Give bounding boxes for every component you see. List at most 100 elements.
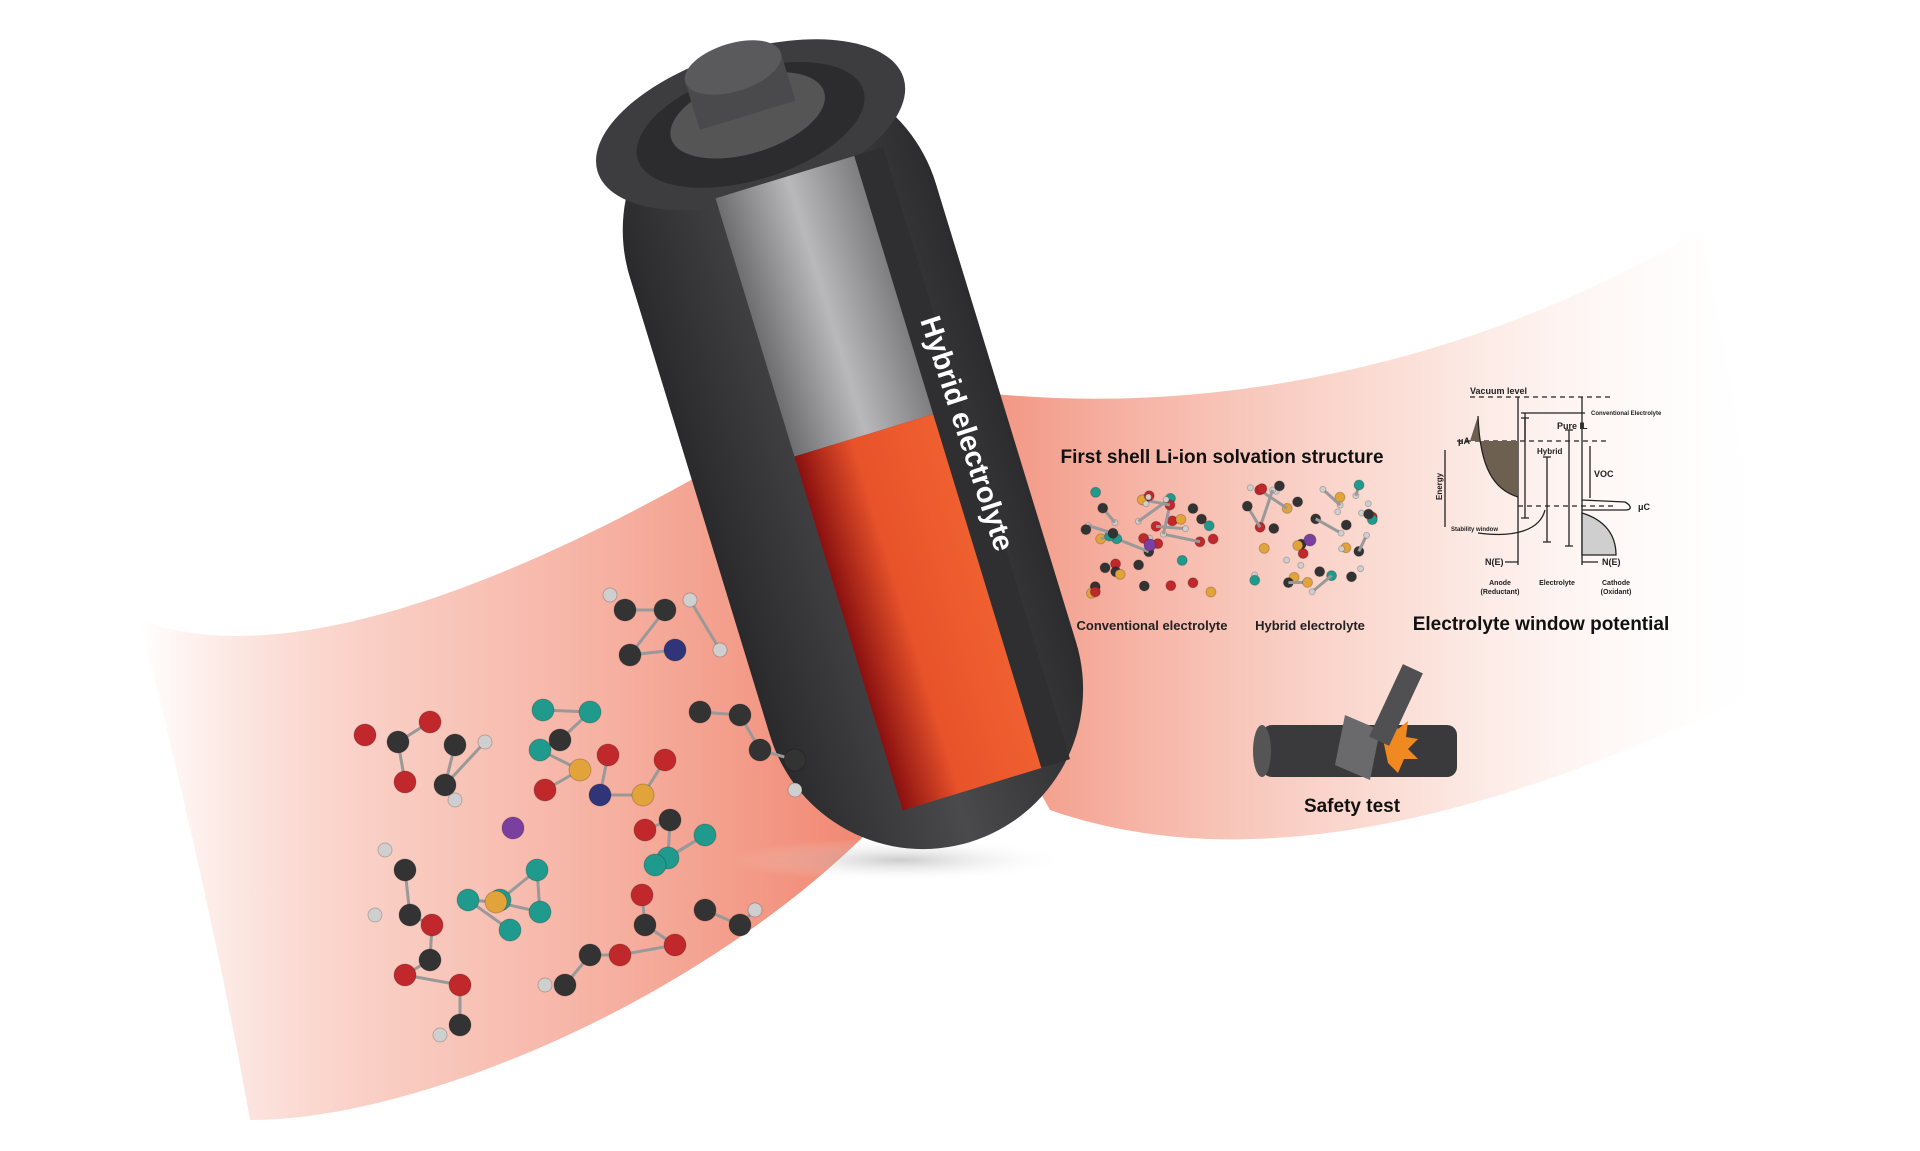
atom <box>653 598 677 622</box>
atom <box>1319 485 1327 493</box>
atom <box>1303 533 1317 547</box>
atom <box>377 842 393 858</box>
conventional-solvation-structure <box>1080 486 1219 599</box>
atom <box>1292 496 1304 508</box>
bond <box>1155 524 1186 531</box>
atom <box>1337 529 1345 537</box>
battery <box>596 39 1084 850</box>
molecule-cluster <box>353 587 807 1043</box>
atom <box>1292 539 1304 551</box>
atom <box>1143 538 1157 552</box>
atom <box>418 948 442 972</box>
atom <box>1165 580 1177 592</box>
atom <box>1205 586 1217 598</box>
atom <box>1187 503 1199 515</box>
atom <box>1099 562 1111 574</box>
atom <box>1363 531 1371 539</box>
atom <box>1334 508 1342 516</box>
battery-shadow <box>730 838 1070 882</box>
atom <box>418 710 442 734</box>
atom <box>484 890 508 914</box>
atom <box>568 758 592 782</box>
atom <box>553 973 577 997</box>
atom <box>712 642 728 658</box>
atom <box>443 733 467 757</box>
atom <box>1176 554 1188 566</box>
atom <box>477 734 493 750</box>
hybrid-electrolyte-label: Hybrid electrolyte <box>1255 618 1365 633</box>
atom <box>1246 484 1254 492</box>
conventional-electrolyte-window-label: Conventional Electrolyte <box>1591 411 1662 417</box>
atom <box>658 808 682 832</box>
atom <box>393 858 417 882</box>
atom <box>630 883 654 907</box>
conventional-electrolyte-label: Conventional electrolyte <box>1077 618 1228 633</box>
atom <box>1089 586 1101 598</box>
atom <box>1357 565 1365 573</box>
atom <box>602 587 618 603</box>
atom <box>1308 588 1316 596</box>
atom <box>578 943 602 967</box>
atom <box>1268 523 1280 535</box>
mu-c-label: μC <box>1638 502 1651 512</box>
atom <box>367 907 383 923</box>
atom <box>663 933 687 957</box>
atom <box>393 770 417 794</box>
atom <box>1203 520 1215 532</box>
atom <box>448 973 472 997</box>
bond <box>1314 517 1342 535</box>
atom <box>728 703 752 727</box>
atom <box>353 723 377 747</box>
atom <box>498 918 522 942</box>
atom <box>1302 576 1314 588</box>
atom <box>448 1013 472 1037</box>
bond <box>1311 574 1333 593</box>
atom <box>1196 513 1208 525</box>
solvation-title: First shell Li-ion solvation structure <box>1060 447 1383 468</box>
nail-penetration-test-icon <box>1253 664 1457 780</box>
mu-a-label: μA <box>1458 436 1471 446</box>
left-ribbon <box>140 440 900 1120</box>
atom <box>1256 483 1268 495</box>
atom <box>1345 571 1357 583</box>
atom <box>393 963 417 987</box>
atom <box>1273 480 1285 492</box>
atom <box>1133 559 1145 571</box>
atom <box>531 698 555 722</box>
atom <box>633 818 657 842</box>
atom <box>618 643 642 667</box>
atom <box>748 738 772 762</box>
battery-electrolyte-section <box>794 412 1047 811</box>
atom <box>787 782 803 798</box>
atom <box>1363 508 1375 520</box>
atom <box>1142 500 1150 508</box>
ne-right-label: N(E) <box>1602 557 1621 567</box>
atom <box>663 638 687 662</box>
atom <box>1297 561 1305 569</box>
atom <box>688 700 712 724</box>
bond <box>1116 537 1150 554</box>
ne-left-label: N(E) <box>1485 557 1504 567</box>
stability-window-label: Stability window <box>1451 527 1498 533</box>
atom <box>1258 542 1270 554</box>
atom <box>1364 500 1372 508</box>
atom <box>398 903 422 927</box>
atom <box>1353 479 1365 491</box>
atom <box>386 730 410 754</box>
hybrid-window-label: Hybrid <box>1537 447 1562 456</box>
atom <box>682 592 698 608</box>
atom <box>1114 568 1126 580</box>
atom <box>528 738 552 762</box>
atom <box>1283 556 1291 564</box>
voc-label: VOC <box>1594 469 1614 479</box>
energy-axis-label: Energy <box>1435 472 1444 500</box>
bond <box>1163 532 1201 544</box>
atom <box>447 792 463 808</box>
atom <box>537 977 553 993</box>
atom <box>501 816 525 840</box>
atom <box>1097 502 1109 514</box>
pure-il-label: Pure IL <box>1557 421 1588 431</box>
atom <box>643 853 667 877</box>
atom <box>432 1027 448 1043</box>
